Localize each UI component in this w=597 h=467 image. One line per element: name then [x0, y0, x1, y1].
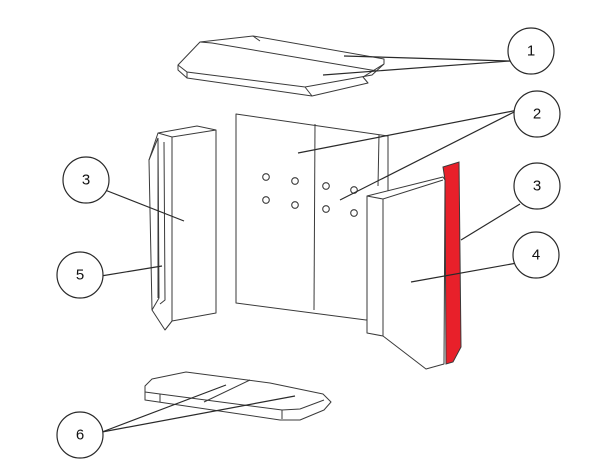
callout-5: 5 — [56, 251, 104, 299]
callout-label: 1 — [527, 43, 535, 60]
base-plate — [144, 371, 332, 421]
callout-3-right: 3 — [513, 162, 561, 210]
mounting-holes — [262, 173, 358, 217]
callout-label: 2 — [533, 106, 541, 123]
callout-label: 5 — [76, 267, 84, 284]
top-plate — [177, 35, 385, 97]
callout-label: 3 — [533, 178, 541, 195]
callout-label: 4 — [532, 247, 540, 264]
callout-6: 6 — [56, 411, 104, 459]
callout-1: 1 — [507, 27, 555, 75]
left-side-panel — [148, 125, 217, 331]
back-wall — [235, 113, 389, 321]
callout-2: 2 — [513, 90, 561, 138]
leader-lines — [100, 55, 521, 433]
callout-4: 4 — [512, 231, 560, 279]
callout-3-left: 3 — [62, 156, 110, 204]
callout-label: 6 — [76, 427, 84, 444]
callout-label: 3 — [82, 172, 90, 189]
right-side-panel — [366, 176, 446, 370]
highlighted-side-strip — [442, 161, 462, 365]
